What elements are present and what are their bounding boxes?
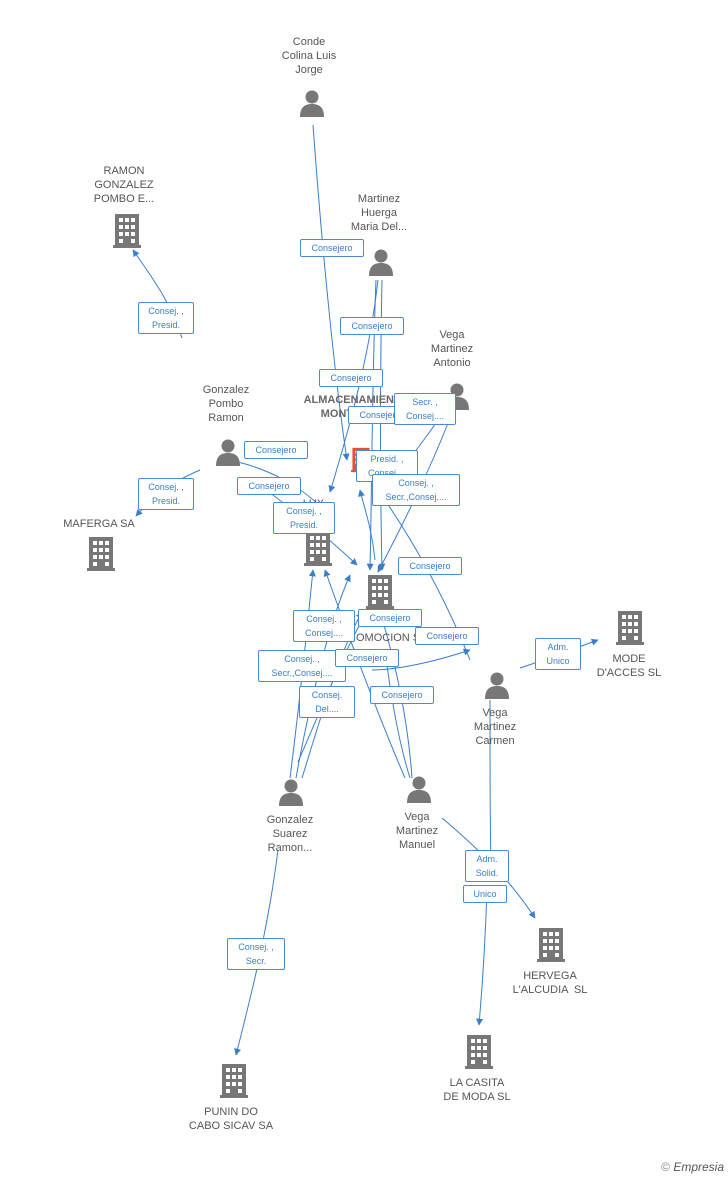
edge-label[interactable]: Unico — [463, 885, 507, 903]
edge-label[interactable]: Adm. Unico — [535, 638, 581, 670]
node-label-conde[interactable]: Conde Colina Luis Jorge — [281, 36, 337, 76]
edge-label[interactable]: Consej. , Secr.,Consej.... — [258, 650, 346, 682]
node-label-maferga[interactable]: MAFERGA SA — [63, 518, 135, 530]
node-label-vmm[interactable]: Vega Martinez Manuel — [395, 811, 439, 851]
edge-label[interactable]: Consej. , Secr. — [227, 938, 285, 970]
node-label-mhuerga[interactable]: Martinez Huerga Maria Del... — [350, 193, 408, 233]
brand-name: Empresia — [673, 1160, 724, 1174]
edge-label[interactable]: Consejero — [415, 627, 479, 645]
building-icon[interactable] — [465, 1035, 493, 1069]
edge-label[interactable]: Consejero — [237, 477, 301, 495]
edge-label[interactable]: Consejero — [335, 649, 399, 667]
edge-label[interactable]: Consej. , Presid. — [138, 302, 194, 334]
node-label-vmc[interactable]: Vega Martinez Carmen — [473, 707, 517, 747]
edge-line — [358, 489, 376, 561]
person-icon[interactable] — [485, 672, 509, 700]
edge-label[interactable]: Consej. , Presid. — [273, 502, 335, 534]
node-label-ramon_ge[interactable]: RAMON GONZALEZ POMBO E... — [93, 165, 155, 205]
edge-label[interactable]: Consej. , Secr.,Consej.... — [372, 474, 460, 506]
person-icon[interactable] — [279, 779, 303, 807]
edge-label[interactable]: Consejero — [370, 686, 434, 704]
copyright-symbol: © — [661, 1160, 670, 1174]
edge-label[interactable]: Adm. Solid. — [465, 850, 509, 882]
edge-label[interactable]: Consejero — [319, 369, 383, 387]
node-label-hervega[interactable]: HERVEGA L'ALCUDIA SL — [512, 970, 588, 996]
edge-label[interactable]: Consejero — [300, 239, 364, 257]
building-icon[interactable] — [113, 214, 141, 248]
edge-label[interactable]: Consej. Del.... — [299, 686, 355, 718]
building-icon[interactable] — [304, 532, 332, 566]
person-icon[interactable] — [369, 249, 393, 277]
node-label-gpr[interactable]: Gonzalez Pombo Ramon — [202, 384, 250, 424]
edge-label[interactable]: Consejero — [244, 441, 308, 459]
edge-label[interactable]: Consej. , Consej.... — [293, 610, 355, 642]
person-icon[interactable] — [300, 90, 324, 118]
node-label-vma[interactable]: Vega Martinez Antonio — [430, 329, 474, 369]
watermark: © Empresia — [661, 1160, 724, 1174]
building-icon[interactable] — [87, 537, 115, 571]
building-icon[interactable] — [537, 928, 565, 962]
building-icon[interactable] — [220, 1064, 248, 1098]
edge-label[interactable]: Consejero — [398, 557, 462, 575]
node-label-gsr[interactable]: Gonzalez Suarez Ramon... — [266, 814, 314, 854]
edge-line — [476, 889, 488, 1026]
person-icon[interactable] — [407, 776, 431, 804]
edge-label[interactable]: Consejero — [358, 609, 422, 627]
edge-label[interactable]: Consej. , Presid. — [138, 478, 194, 510]
edge-line — [312, 124, 350, 461]
node-label-punin[interactable]: PUNIN DO CABO SICAV SA — [188, 1106, 274, 1132]
edge-line — [323, 569, 406, 779]
node-label-casita[interactable]: LA CASITA DE MODA SL — [443, 1077, 511, 1103]
building-icon[interactable] — [366, 575, 394, 609]
edge-line — [371, 648, 471, 671]
node-icons — [87, 90, 644, 1098]
edge-label[interactable]: Secr. , Consej.... — [394, 393, 456, 425]
building-icon[interactable] — [616, 611, 644, 645]
edge-lines — [132, 124, 599, 1056]
edge-label[interactable]: Consejero — [340, 317, 404, 335]
person-icon[interactable] — [216, 439, 240, 467]
node-label-mode[interactable]: MODE D'ACCES SL — [596, 653, 662, 679]
